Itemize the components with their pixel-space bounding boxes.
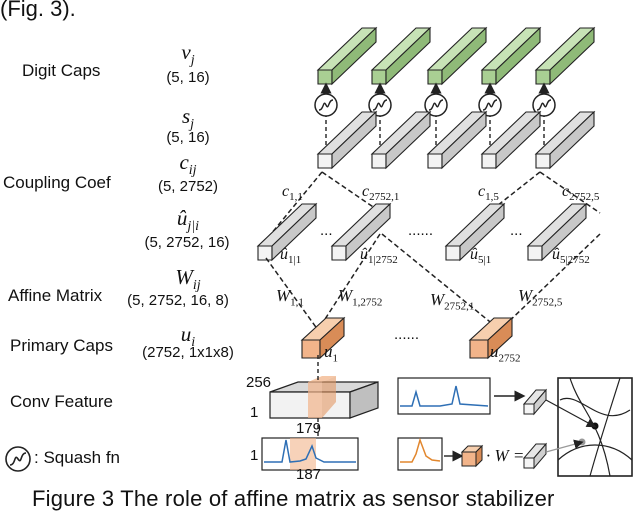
vj-symbol: vj bbox=[181, 40, 195, 69]
sj-prism-3 bbox=[426, 110, 488, 170]
digit-caps-prism-3 bbox=[426, 26, 488, 86]
wij-symbol: Wij bbox=[175, 265, 201, 294]
squash-curve-2 bbox=[372, 99, 388, 111]
primary-ellipsis: ...... bbox=[394, 326, 420, 343]
digit-caps-prisms bbox=[316, 26, 596, 86]
sj-prisms bbox=[316, 110, 596, 170]
squash-curve-1 bbox=[318, 99, 334, 111]
edge-label-w27521: W2752,1 bbox=[430, 290, 475, 313]
uhat-label-5-1: û5|1 bbox=[470, 246, 492, 267]
edge-label-w11: W1,1 bbox=[276, 286, 304, 309]
figure-caption: Figure 3 The role of affine matrix as se… bbox=[32, 486, 555, 511]
ui-symbol: ui bbox=[180, 322, 196, 351]
edge-label-w27525: W2752,5 bbox=[518, 286, 563, 309]
sj-symbol: sj bbox=[181, 104, 195, 133]
top-fragment-text: (Fig. 3). bbox=[0, 0, 76, 21]
coupling-lines bbox=[265, 171, 601, 241]
affine-dims: (5, 2752, 16, 8) bbox=[127, 292, 229, 309]
digit-caps-prism-1 bbox=[316, 26, 378, 86]
conv-number-1-top: 1 bbox=[250, 404, 259, 421]
sj-prism-2 bbox=[370, 110, 432, 170]
squash-icon bbox=[5, 446, 31, 472]
conv-number-179: 179 bbox=[296, 420, 322, 437]
uhat-label-5-2752: û5|2752 bbox=[552, 246, 590, 267]
conv-number-187: 187 bbox=[296, 466, 322, 483]
edge-label-c27525: c2752,5 bbox=[562, 183, 600, 204]
input-signal-plot bbox=[261, 437, 359, 471]
sj-dims: (5, 16) bbox=[166, 129, 210, 146]
conv-number-256: 256 bbox=[246, 374, 272, 391]
cij-symbol: cij bbox=[179, 150, 197, 179]
squash-curve-3 bbox=[428, 99, 444, 111]
sj-prism-5 bbox=[534, 110, 596, 170]
squash-curve-4 bbox=[482, 99, 498, 111]
uhat-ellipsis-a: ... bbox=[320, 222, 333, 239]
digit-caps-prism-2 bbox=[370, 26, 432, 86]
digit-caps-label: Digit Caps bbox=[22, 61, 101, 80]
squash-curve-5 bbox=[536, 99, 552, 111]
vector-prism-top bbox=[522, 388, 548, 416]
primary-prism-1 bbox=[300, 316, 346, 360]
primary-label-u1: u1 bbox=[324, 342, 338, 365]
window-signal-plot bbox=[397, 437, 443, 471]
digit-caps-prism-4 bbox=[480, 26, 542, 86]
primary-caps-prisms bbox=[300, 316, 514, 360]
edge-label-c27521: c2752,1 bbox=[362, 183, 400, 204]
edge-label-w12752: W1,2752 bbox=[338, 286, 383, 309]
primary-label-u2752: u2752 bbox=[490, 342, 521, 365]
digit-caps-dims: (5, 16) bbox=[166, 69, 210, 86]
uhat-prism-1 bbox=[256, 202, 318, 262]
primary-caps-label: Primary Caps bbox=[10, 336, 113, 355]
primary-dims: (2752, 1x1x8) bbox=[142, 344, 234, 361]
uhat-prism-4 bbox=[526, 202, 588, 262]
manifold-plot bbox=[545, 377, 633, 477]
vector-prism-bottom bbox=[522, 442, 548, 470]
edge-label-c15: c1,5 bbox=[478, 183, 499, 204]
affine-matrix-label: Affine Matrix bbox=[8, 286, 103, 305]
uhat-symbol: ûj|i bbox=[176, 206, 200, 235]
uhat-label-1-1: û1|1 bbox=[280, 246, 302, 267]
digit-caps-prism-5 bbox=[534, 26, 596, 86]
sj-prism-1 bbox=[316, 110, 378, 170]
conv-feature-label: Conv Feature bbox=[10, 392, 113, 411]
sj-prism-4 bbox=[480, 110, 542, 170]
uhat-dims: (5, 2752, 16) bbox=[144, 234, 230, 251]
conv-feature-slab bbox=[269, 355, 379, 440]
squash-fn-label: : Squash fn bbox=[34, 448, 121, 467]
uhat-ellipsis-mid: ...... bbox=[408, 222, 434, 239]
conv-number-1-bottom: 1 bbox=[250, 447, 259, 464]
coupling-dims: (5, 2752) bbox=[157, 178, 219, 195]
full-signal-plot bbox=[397, 377, 491, 415]
uhat-prism-2 bbox=[330, 202, 392, 262]
affine-lines bbox=[265, 233, 601, 331]
squash-circles bbox=[314, 82, 556, 152]
uhat-prism-3 bbox=[444, 202, 506, 262]
uhat-ellipsis-b: ... bbox=[510, 222, 523, 239]
edge-label-c11: c1,1 bbox=[282, 183, 303, 204]
coupling-coef-label: Coupling Coef bbox=[3, 173, 111, 192]
small-orange-prism bbox=[460, 444, 484, 468]
primary-prism-2 bbox=[468, 316, 514, 360]
uhat-label-1-2752: û1|2752 bbox=[360, 246, 398, 267]
uhat-prisms bbox=[256, 202, 588, 262]
dot-w-label: · W = bbox=[486, 446, 525, 465]
